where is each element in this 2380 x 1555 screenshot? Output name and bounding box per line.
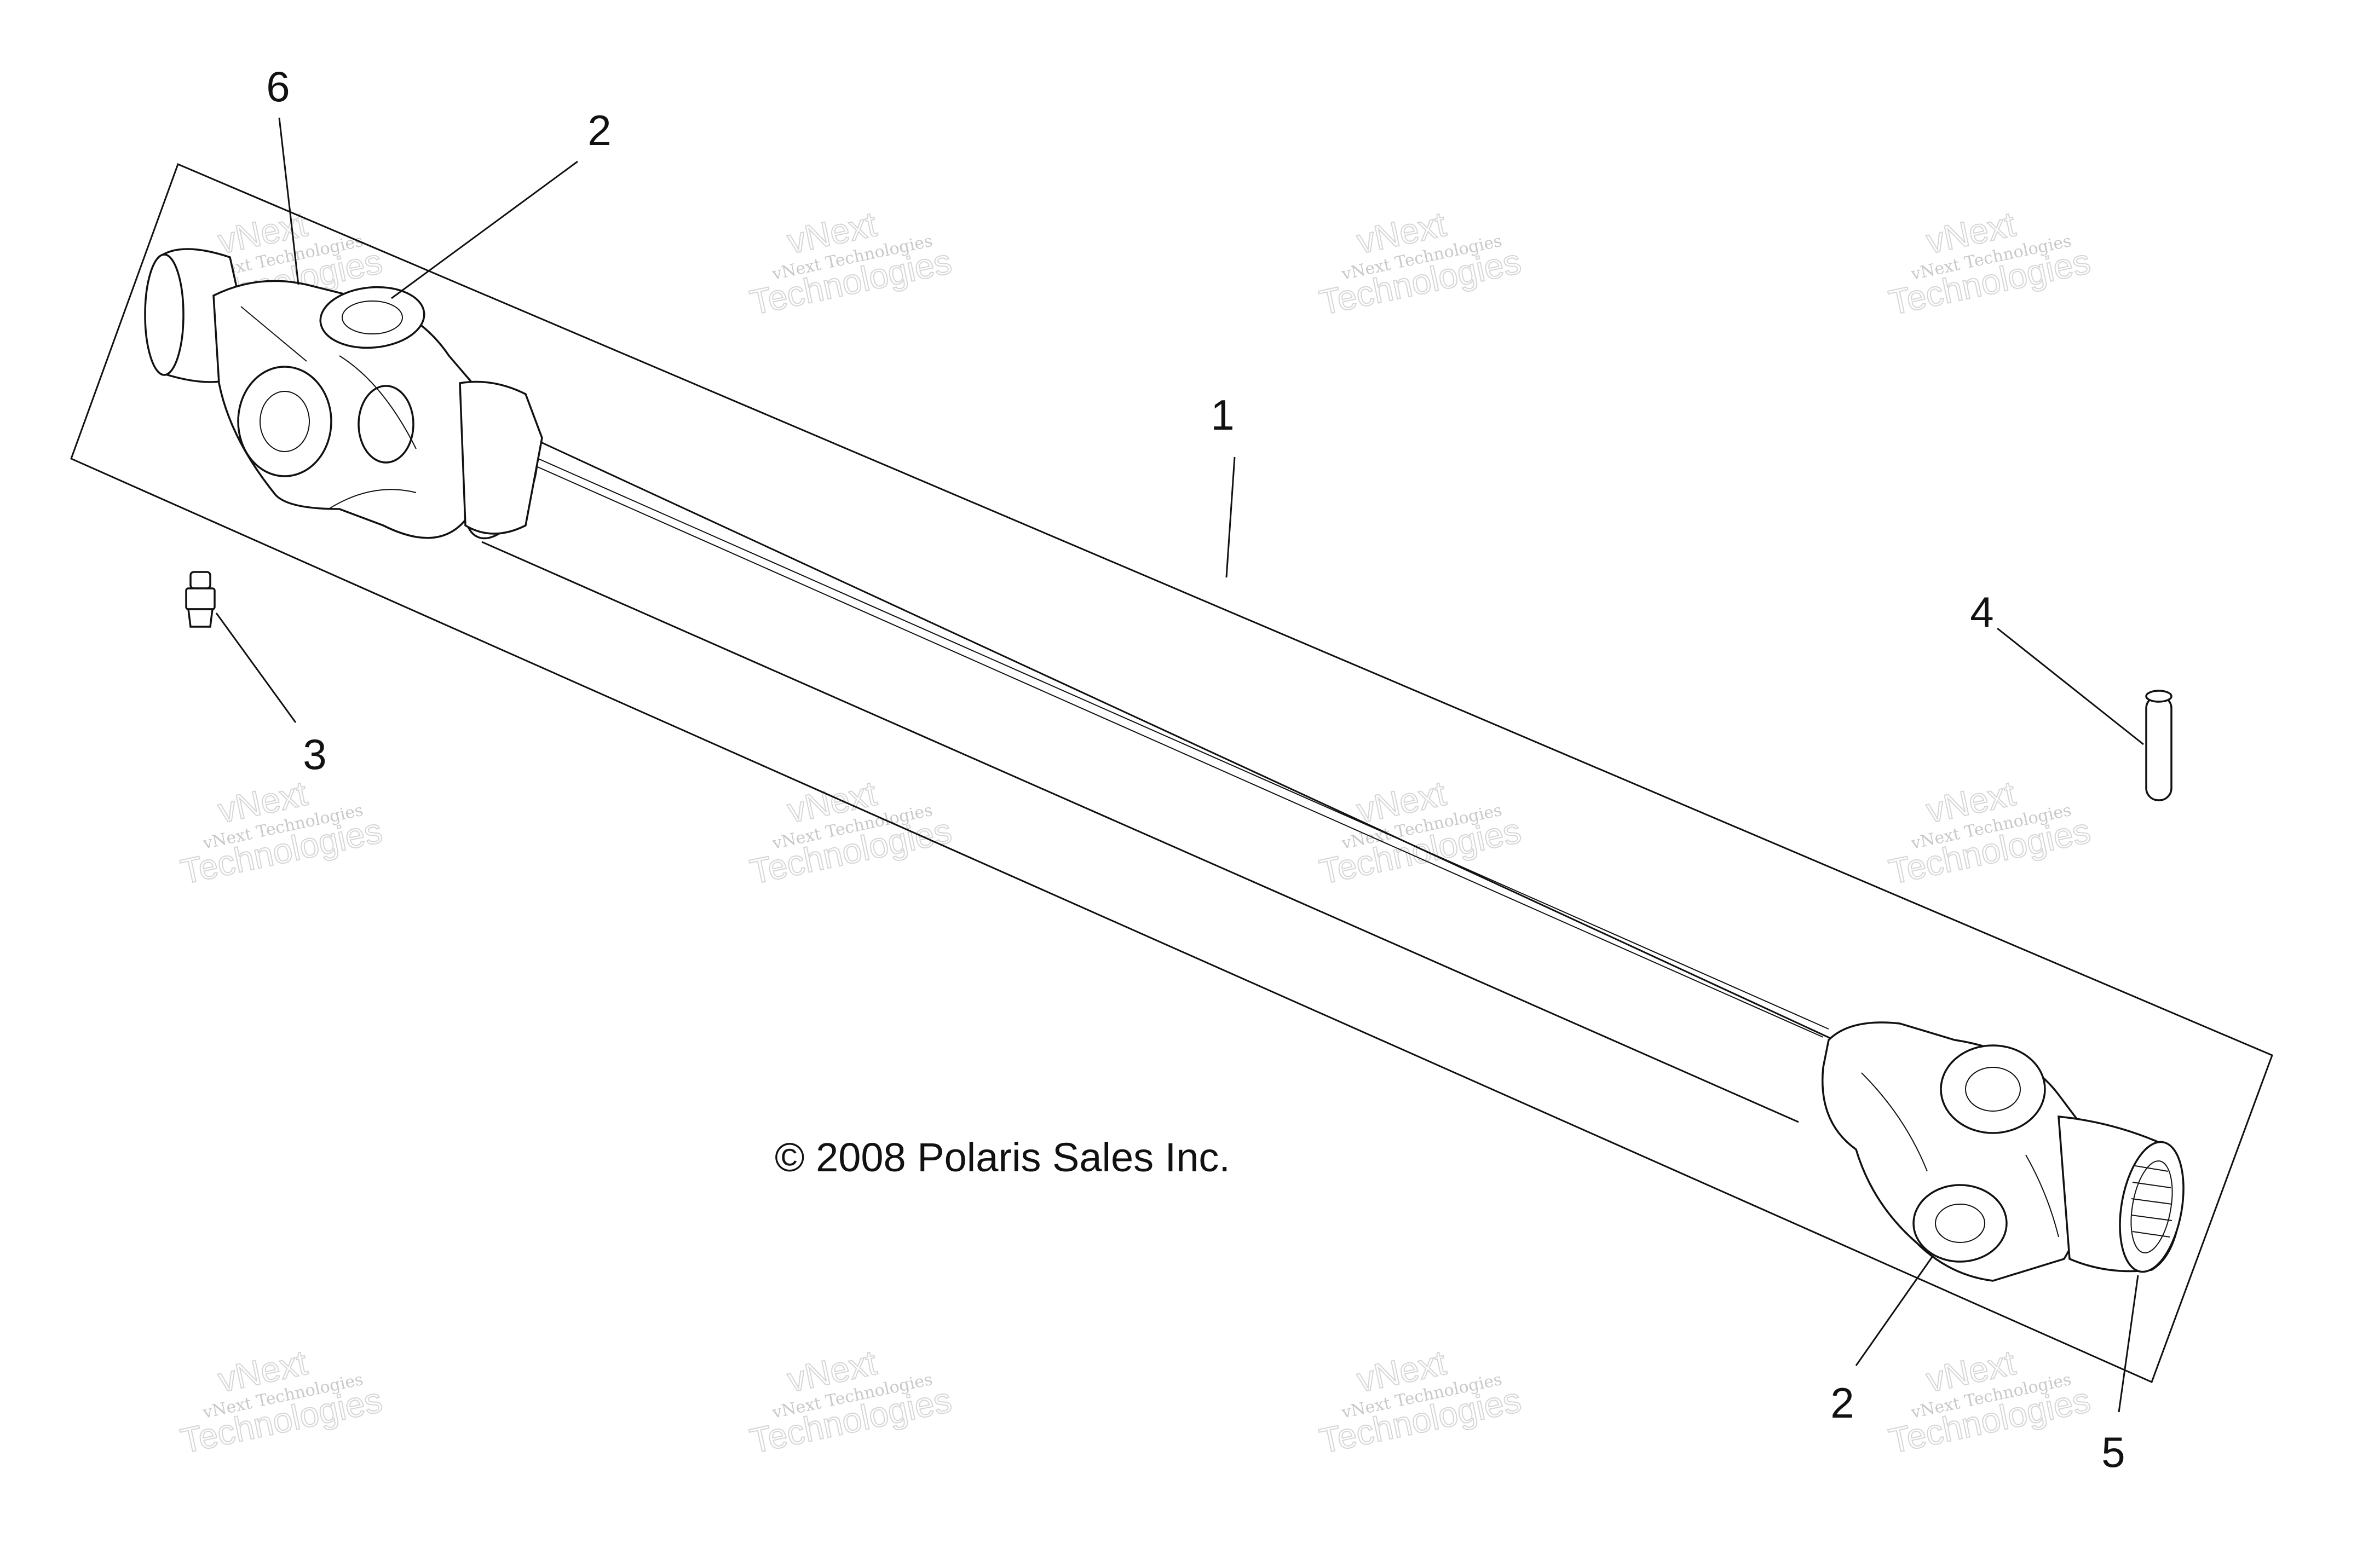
- callout-4: 4: [1970, 588, 1993, 636]
- pin-part: [2145, 690, 2172, 801]
- callout-6: 6: [266, 62, 290, 111]
- shaft-tube: [464, 429, 1835, 1123]
- copyright-notice: © 2008 Polaris Sales Inc.: [775, 1135, 1230, 1180]
- callout-labels: 1 2 2 3 4 5 6: [266, 62, 2125, 1476]
- callout-2-bottom: 2: [1830, 1379, 1854, 1427]
- grease-fitting-part: [185, 571, 216, 628]
- callout-3: 3: [303, 730, 326, 778]
- callout-1: 1: [1211, 391, 1234, 439]
- callout-5: 5: [2101, 1428, 2125, 1476]
- right-u-joint: [1822, 1021, 2185, 1282]
- assembly-frame: [70, 163, 2273, 1384]
- leader-lines: [215, 117, 2144, 1413]
- callout-2-top: 2: [587, 106, 611, 154]
- left-u-joint: [144, 248, 543, 539]
